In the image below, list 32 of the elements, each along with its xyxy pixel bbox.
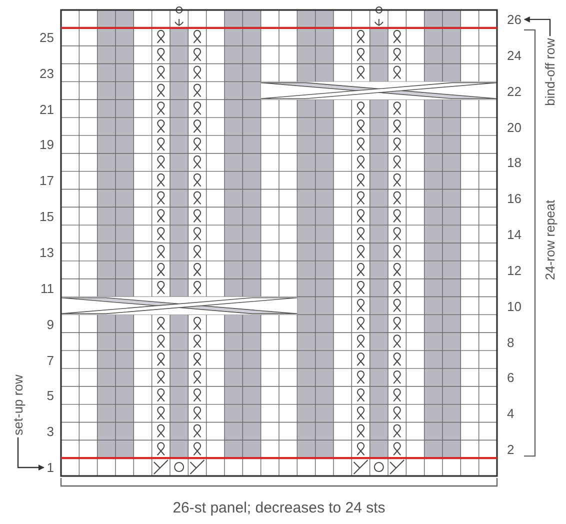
- row-number: 24: [507, 48, 522, 63]
- row-number: 9: [46, 316, 54, 332]
- row-number: 23: [38, 66, 54, 81]
- panel-label: 26-st panel; decreases to 24 sts: [172, 500, 386, 516]
- row-number: 7: [46, 352, 54, 368]
- arrow: [524, 16, 551, 36]
- row-number: 25: [38, 30, 54, 45]
- row-number: 18: [507, 155, 522, 170]
- row-number: 1: [20, 460, 54, 476]
- row-number: 3: [46, 424, 54, 440]
- row-number: 14: [507, 227, 522, 242]
- row-number: 8: [507, 334, 516, 350]
- row-number: 10: [507, 298, 522, 314]
- repeat-label: 24-row repeat: [542, 200, 558, 280]
- row-note: bind-off row: [542, 38, 558, 106]
- row-number: 20: [507, 120, 522, 134]
- row-number: 5: [46, 388, 54, 404]
- row-number: 2: [507, 442, 516, 458]
- arrow: [17, 437, 44, 471]
- row-number: 6: [507, 370, 516, 386]
- row-number: 22: [507, 84, 522, 99]
- row-number: 13: [38, 244, 54, 260]
- row-number: 21: [38, 102, 54, 117]
- row-number: 4: [507, 406, 516, 422]
- row-number: 19: [38, 137, 54, 152]
- row-number: 12: [507, 262, 522, 278]
- row-number: 11: [40, 280, 54, 296]
- row-number: 16: [507, 191, 522, 206]
- row-number: 17: [38, 173, 54, 188]
- row-note: set-up row: [10, 374, 26, 436]
- row-number: 15: [38, 209, 54, 224]
- row-number: 26: [507, 12, 525, 27]
